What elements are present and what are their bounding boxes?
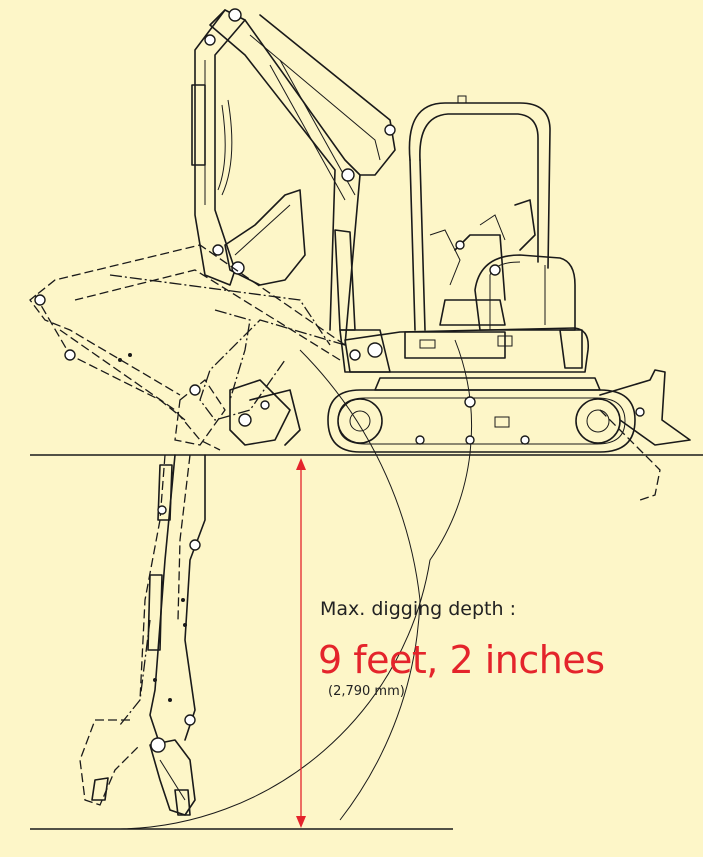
max-digging-depth-label: Max. digging depth : bbox=[320, 598, 516, 620]
max-digging-depth-metric: (2,790 mm) bbox=[328, 684, 405, 699]
bucket-arc bbox=[299, 349, 421, 821]
max-digging-depth-imperial: 9 feet, 2 inches bbox=[318, 638, 605, 682]
excavator-body bbox=[327, 95, 691, 501]
raised-arm bbox=[191, 8, 396, 346]
raised-bucket bbox=[224, 189, 306, 286]
mid-arm bbox=[199, 309, 346, 446]
extended-arm bbox=[29, 244, 346, 451]
engine-hood bbox=[474, 254, 576, 331]
depth-dimension-arrow bbox=[296, 458, 306, 828]
track bbox=[327, 389, 636, 453]
dozer-blade bbox=[599, 369, 691, 446]
rops-canopy bbox=[408, 102, 551, 269]
sprocket-wheel bbox=[575, 398, 621, 444]
idler-wheel bbox=[337, 398, 383, 444]
operator-seat bbox=[439, 299, 506, 326]
digging-arc bbox=[119, 339, 473, 830]
digging-arm bbox=[79, 454, 206, 816]
